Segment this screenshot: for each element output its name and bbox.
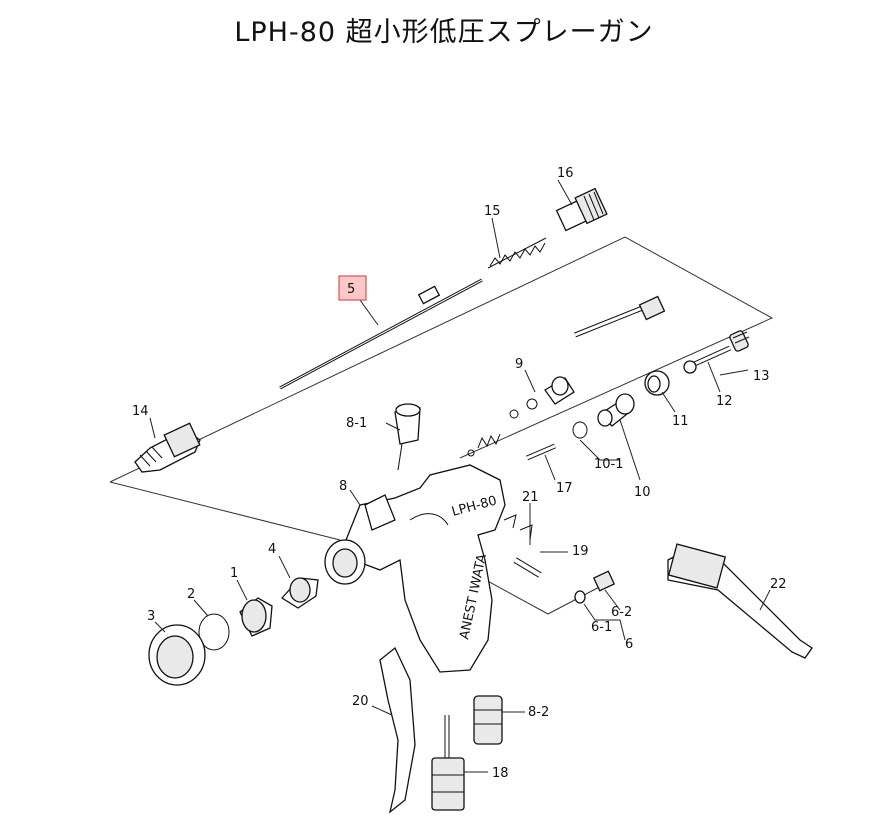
part-12-pin[interactable] xyxy=(683,345,732,374)
label-15[interactable]: 15 xyxy=(484,204,501,219)
part-1-air-cap[interactable] xyxy=(239,597,273,637)
part-13-spring[interactable] xyxy=(729,330,750,352)
label-12[interactable]: 12 xyxy=(716,394,733,409)
label-10-1[interactable]: 10-1 xyxy=(594,457,624,472)
part-9-packing-set[interactable] xyxy=(467,295,666,457)
label-10[interactable]: 10 xyxy=(634,485,651,500)
part-18-air-adjust-valve[interactable] xyxy=(431,715,465,811)
label-8-2[interactable]: 8-2 xyxy=(528,705,549,720)
part-6-2-nut[interactable] xyxy=(592,570,616,592)
label-8[interactable]: 8 xyxy=(339,479,347,494)
label-18[interactable]: 18 xyxy=(492,766,509,781)
label-5[interactable]: 5 xyxy=(347,282,355,297)
part-19-trigger-shaft[interactable] xyxy=(513,557,542,578)
part-20-trigger[interactable] xyxy=(379,646,416,814)
label-2[interactable]: 2 xyxy=(187,587,195,602)
part-17-trigger-pin[interactable] xyxy=(526,443,556,461)
label-16[interactable]: 16 xyxy=(557,166,574,181)
label-21[interactable]: 21 xyxy=(522,490,539,505)
label-14[interactable]: 14 xyxy=(132,404,149,419)
part-8-2-air-inlet[interactable] xyxy=(473,695,503,745)
label-1[interactable]: 1 xyxy=(230,566,238,581)
label-13[interactable]: 13 xyxy=(753,369,770,384)
part-3-air-cap-ring[interactable] xyxy=(148,624,206,686)
part-16-needle-adjust-knob[interactable] xyxy=(555,187,608,232)
label-17[interactable]: 17 xyxy=(556,481,573,496)
part-15-needle-spring[interactable] xyxy=(487,237,547,269)
label-4[interactable]: 4 xyxy=(268,542,276,557)
part-10-air-valve[interactable] xyxy=(597,393,635,427)
part-11-valve-seat[interactable] xyxy=(644,370,670,396)
leader-lines xyxy=(149,179,771,773)
highlight-box-part-5 xyxy=(338,275,367,301)
part-10-1-o-ring[interactable] xyxy=(572,421,588,439)
label-19[interactable]: 19 xyxy=(572,544,589,559)
label-11[interactable]: 11 xyxy=(672,414,689,429)
label-3[interactable]: 3 xyxy=(147,609,155,624)
label-6-1[interactable]: 6-1 xyxy=(591,620,612,635)
part-number-labels: 16 15 5 14 9 13 12 11 8-1 10-1 17 10 8 2… xyxy=(132,166,787,781)
page-title: LPH-80 超小形低圧スプレーガン xyxy=(234,17,654,48)
part-4-fluid-nozzle[interactable] xyxy=(280,577,319,609)
label-6-2[interactable]: 6-2 xyxy=(611,605,632,620)
part-5-fluid-needle[interactable] xyxy=(279,278,483,390)
label-9[interactable]: 9 xyxy=(515,357,523,372)
part-22-cleaning-brush[interactable] xyxy=(667,543,813,659)
label-20[interactable]: 20 xyxy=(352,694,369,709)
label-8-1[interactable]: 8-1 xyxy=(346,416,367,431)
part-21-clip[interactable] xyxy=(503,514,533,541)
part-8-1-fluid-inlet[interactable] xyxy=(394,403,421,471)
part-14-fitting[interactable] xyxy=(134,422,201,473)
label-6[interactable]: 6 xyxy=(625,637,633,652)
part-8-gun-body[interactable]: LPH-80 ANEST IWATA xyxy=(324,464,506,673)
label-22[interactable]: 22 xyxy=(770,577,787,592)
part-6-1-plug[interactable] xyxy=(574,590,586,604)
part-2-o-ring[interactable] xyxy=(198,613,230,651)
